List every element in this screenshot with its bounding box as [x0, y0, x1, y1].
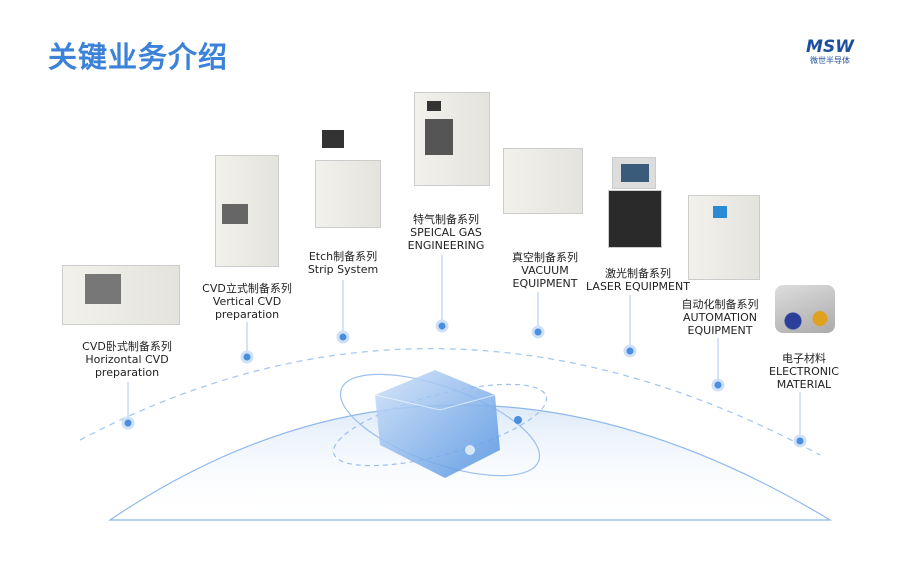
page-title: 关键业务介绍	[48, 40, 229, 74]
electronic-material-image	[775, 285, 835, 333]
etch-system-image	[315, 160, 381, 228]
laser-equipment-image	[608, 190, 662, 248]
horizontal-cvd-image	[62, 265, 180, 325]
automation-equipment-image	[688, 195, 760, 280]
gas-cabinet-image	[414, 92, 490, 186]
timeline-dots	[121, 319, 807, 448]
dashed-arc	[79, 347, 821, 456]
company-logo: MSW 微世半导体	[806, 37, 854, 65]
vertical-cvd-image	[215, 155, 279, 267]
etch-monitor	[322, 130, 344, 148]
laser-monitor	[612, 157, 656, 189]
vacuum-equipment-image	[503, 148, 583, 214]
